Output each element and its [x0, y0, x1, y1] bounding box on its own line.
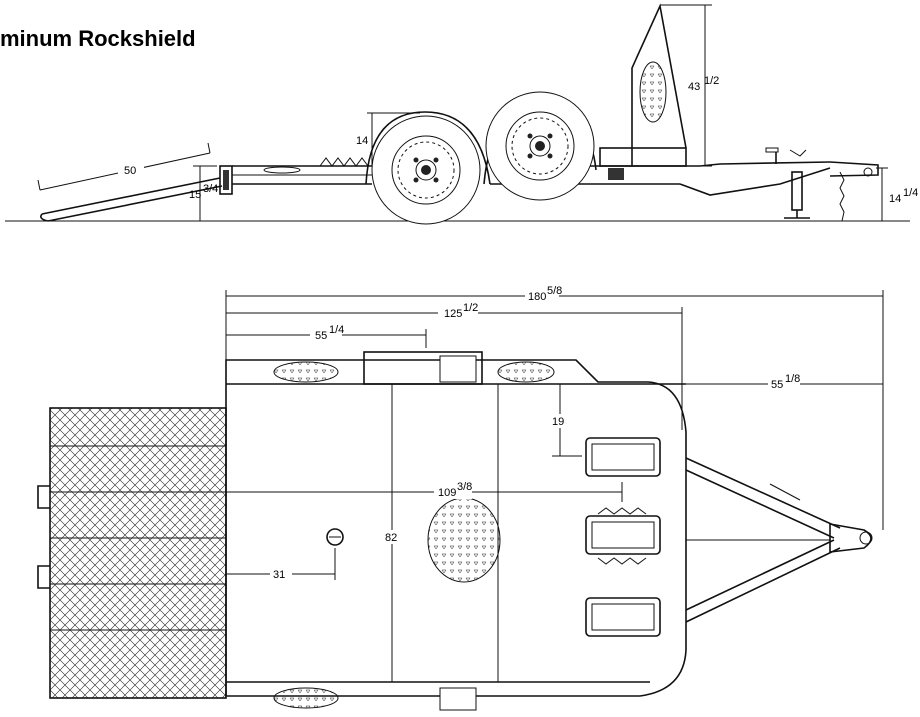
bed-length-label: 125	[444, 308, 462, 320]
wheel-front	[371, 115, 481, 225]
width-label: 82	[385, 532, 397, 544]
tongue-hardware	[765, 147, 873, 222]
jack-offset-dimension: 31	[226, 548, 336, 581]
front-section-frac: 1/4	[329, 324, 344, 336]
center-dimension-frac: 3/8	[457, 481, 472, 493]
fender-grip	[319, 157, 369, 167]
front-section-dimension: 55 1/4	[226, 324, 427, 348]
toolbox-offset-dimension: 19	[550, 384, 582, 457]
frame-slot	[263, 166, 301, 174]
page-title: minum Rockshield	[0, 26, 196, 51]
deck-height-dimension: 15 3/4	[189, 165, 218, 221]
rockshield-height-frac: 1/2	[704, 75, 719, 87]
light-box-bottom	[439, 687, 477, 711]
ramp-gate-top	[37, 407, 227, 699]
tongue-length-dimension: 55 1/8	[682, 373, 883, 391]
rockshield-height-label: 43	[688, 81, 700, 93]
fender-grip-top-right	[497, 361, 555, 383]
deck-grip-center	[427, 497, 501, 583]
rear-bumper	[219, 165, 233, 195]
overall-length-dimension: 180 5/8	[225, 285, 884, 530]
gate-handle-lower	[37, 565, 50, 589]
fender-grip-bottom	[273, 687, 339, 709]
overall-length-frac: 5/8	[547, 285, 562, 297]
tongue-height-label: 14	[889, 193, 901, 205]
tongue-top	[685, 457, 873, 623]
top-view: 180 5/8 125 1/2 55 1/4 55 1/8	[37, 285, 884, 711]
front-fender-top	[363, 351, 483, 385]
tongue-length-frac: 1/8	[785, 373, 800, 385]
rockshield	[631, 3, 687, 166]
side-light	[608, 168, 624, 180]
bed-length-frac: 1/2	[463, 302, 478, 314]
tail-light	[223, 170, 229, 190]
width-dimension: 82	[383, 384, 403, 682]
toolboxes	[585, 437, 661, 637]
toolbox-offset-label: 19	[552, 416, 564, 428]
fender-grip-top-left	[273, 361, 339, 383]
ramp	[40, 177, 223, 222]
wheel-rear	[485, 91, 595, 201]
deck-height-label: 15	[189, 189, 201, 201]
fender-front	[365, 111, 491, 185]
light-box-top	[439, 355, 477, 383]
rockshield-height-dimension: 43 1/2	[660, 4, 719, 167]
toolbox-side	[599, 147, 687, 167]
fender-height-label: 14	[356, 135, 368, 147]
jack-post	[326, 528, 344, 546]
trailer-bed-top	[225, 351, 687, 711]
deck-height-frac: 3/4	[203, 183, 218, 195]
tongue-height-frac: 1/4	[903, 187, 918, 199]
center-dimension-label: 109	[438, 487, 456, 499]
overall-length-label: 180	[528, 291, 546, 303]
ramp-length-label: 50	[124, 165, 136, 177]
front-section-label: 55	[315, 330, 327, 342]
ramp-length-dimension: 50	[37, 142, 211, 191]
tongue-height-dimension: 14 1/4	[876, 167, 918, 221]
jack-offset-label: 31	[273, 569, 285, 581]
center-dimension: 109 3/8	[226, 481, 623, 502]
tongue-length-label: 55	[771, 379, 783, 391]
side-view: 50 15 3/4 1	[5, 3, 918, 225]
gate-handle-upper	[37, 485, 50, 509]
